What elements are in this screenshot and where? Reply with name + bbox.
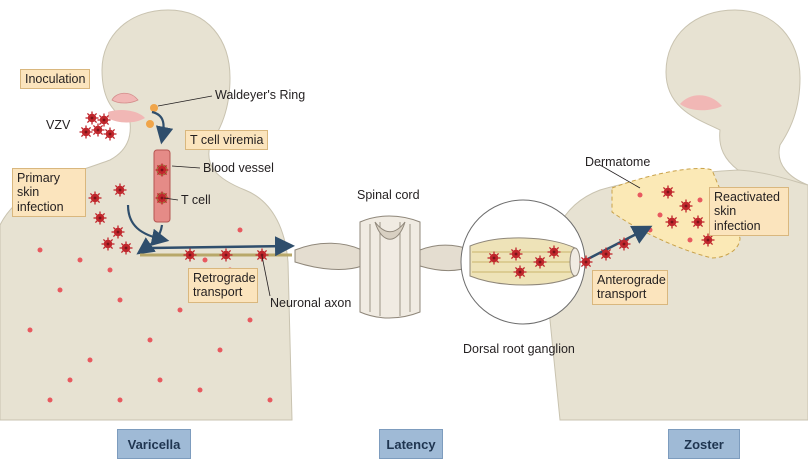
retrograde-transport-label: Retrograde transport (188, 268, 258, 303)
stage-latency-tab: Latency (379, 429, 443, 459)
primary-skin-infection-line1: Primary skin (17, 171, 81, 200)
anterograde-line2: transport (597, 287, 663, 301)
stage-varicella-tab: Varicella (117, 429, 191, 459)
stage-zoster-tab: Zoster (668, 429, 740, 459)
reactivated-line2: skin infection (714, 204, 784, 233)
spinal-cord-label: Spinal cord (357, 188, 420, 202)
dorsal-root-ganglion-label: Dorsal root ganglion (463, 342, 575, 356)
blood-vessel-label: Blood vessel (203, 161, 274, 175)
waldeyers-ring-label: Waldeyer's Ring (215, 88, 305, 102)
blood-vessel (154, 150, 170, 222)
retrograde-line2: transport (193, 285, 253, 299)
t-cell-viremia-label: T cell viremia (185, 130, 268, 150)
vzv-label: VZV (46, 118, 70, 132)
dermatome-label: Dermatome (585, 155, 650, 169)
reactivated-skin-infection-label: Reactivated skin infection (709, 187, 789, 236)
spinal-nerve-left (295, 243, 362, 269)
t-cell-label: T cell (181, 193, 211, 207)
anterograde-line1: Anterograde (597, 273, 663, 287)
reactivated-line1: Reactivated (714, 190, 784, 204)
primary-skin-infection-line2: infection (17, 200, 81, 214)
anterograde-transport-label: Anterograde transport (592, 270, 668, 305)
lymph-node (146, 120, 154, 128)
inoculation-label: Inoculation (20, 69, 90, 89)
primary-skin-infection-label: Primary skin infection (12, 168, 86, 217)
waldeyers-ring-node (150, 104, 158, 112)
neuronal-axon-label: Neuronal axon (270, 296, 351, 310)
dorsal-root-ganglion (470, 238, 575, 285)
retrograde-line1: Retrograde (193, 271, 253, 285)
